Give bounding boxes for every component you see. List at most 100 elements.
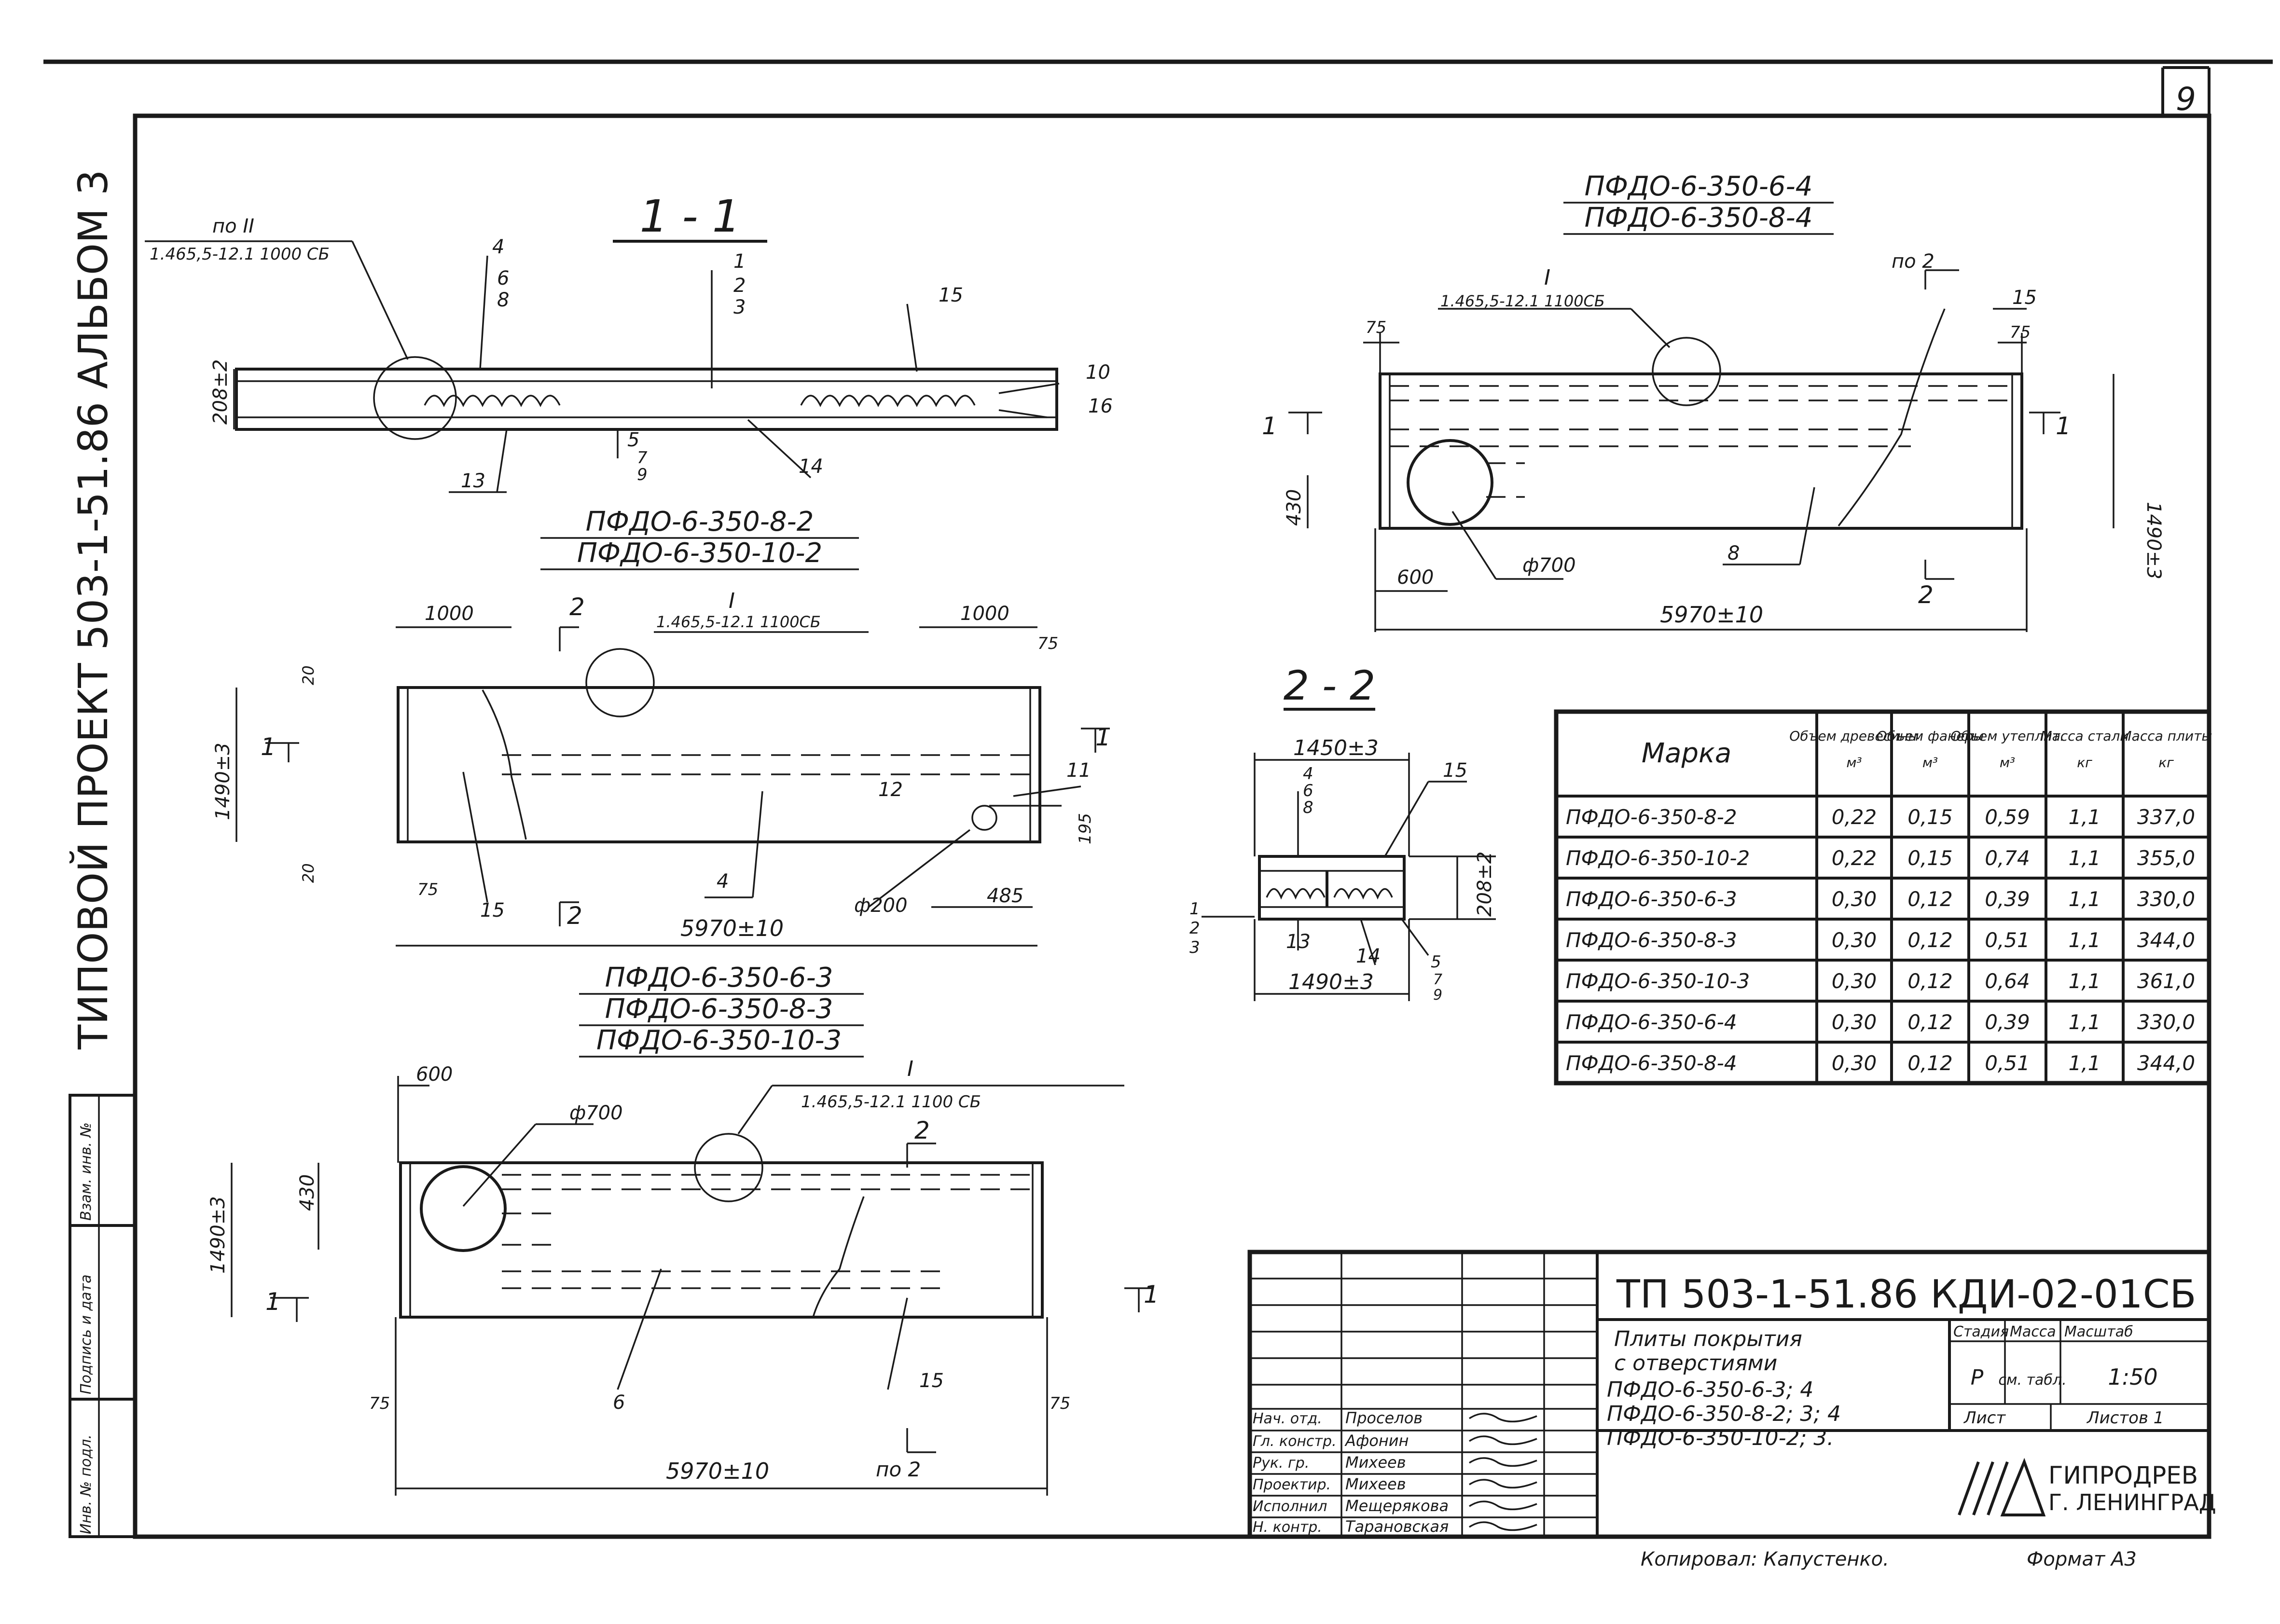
plan-3-dim-height: 1490±3 <box>207 1196 229 1274</box>
spec-cell-value: 344,0 <box>2137 1051 2195 1075</box>
section-2-2-label-13: 13 <box>1286 931 1311 953</box>
plan-2-label-4: 4 <box>717 870 729 893</box>
plan-2-label-11: 11 <box>1066 759 1091 782</box>
section-1-1-ref-doc: 1.465,5-12.1 1000 СБ <box>150 245 330 264</box>
signature <box>1469 1413 1537 1423</box>
section-2-2-label-2: 2 <box>1189 919 1200 938</box>
spec-cell-value: 0,12 <box>1907 928 1953 952</box>
plan-2-section-2-bottom: 2 <box>567 902 582 930</box>
title-block-desc-3: ПФДО-6-350-6-3; 4 <box>1607 1377 1813 1402</box>
plan-4-dim-length: 5970±10 <box>1660 602 1763 628</box>
spec-cell-value: 0,51 <box>1985 928 2030 952</box>
section-1-1-label-16: 16 <box>1088 395 1113 417</box>
spec-header-cell: кг <box>2158 755 2174 771</box>
plan-3-label-15: 15 <box>919 1370 944 1392</box>
plan-2-section-1-right: 1 <box>1095 723 1111 751</box>
title-block-org-1: ГИПРОДРЕВ <box>2048 1461 2198 1489</box>
plan-3-dim-length: 5970±10 <box>666 1458 769 1484</box>
plan-2-dim-hole: ф200 <box>854 895 908 917</box>
spec-cell-value: 1,1 <box>2069 969 2101 993</box>
spec-cell-value: 0,30 <box>1832 969 1877 993</box>
section-2-2 <box>1202 708 1496 1001</box>
person-name: Мещерякова <box>1345 1497 1449 1515</box>
spec-cell-value: 0,30 <box>1832 887 1877 911</box>
spec-cell-value: 0,64 <box>1985 969 2030 993</box>
plan-4-mark-2: ПФДО-6-350-8-4 <box>1585 202 1813 234</box>
section-1-1 <box>145 240 1060 493</box>
spec-cell-value: 0,22 <box>1832 846 1877 870</box>
plan-3-dim-hole-x: 600 <box>416 1063 453 1086</box>
person-role: Нач. отд. <box>1253 1410 1322 1427</box>
section-1-1-label-13: 13 <box>461 470 485 492</box>
plan-4-section-2-bottom: 2 <box>1918 581 1934 609</box>
plan-2-dim-top-gap: 20 <box>299 665 318 685</box>
plan-group-4 <box>1288 202 2114 632</box>
title-block-stage-label: Стадия <box>1953 1323 2009 1340</box>
plan-4-node-doc: 1.465,5-12.1 1100СБ <box>1440 292 1605 310</box>
section-1-1-label-9: 9 <box>637 465 648 484</box>
title-block-code: ТП 503-1-51.86 КДИ-02-01СБ <box>1616 1272 2196 1317</box>
person-role: Проектир. <box>1253 1476 1331 1493</box>
section-2-2-title: 2 - 2 <box>1284 662 1376 709</box>
section-1-1-label-7: 7 <box>637 448 648 468</box>
section-1-1-label-5: 5 <box>627 429 639 451</box>
spec-cell-value: 0,30 <box>1832 1010 1877 1034</box>
plan-3-mark-3: ПФДО-6-350-10-3 <box>596 1025 842 1056</box>
side-stamp <box>69 1094 137 1538</box>
plan-2-dim-height: 1490±3 <box>212 743 234 820</box>
section-1-1-label-1: 1 <box>733 250 746 273</box>
spec-cell-value: 0,15 <box>1907 805 1953 829</box>
plan-3-dim-hole-y: 430 <box>296 1174 318 1211</box>
signature <box>1469 1457 1537 1467</box>
spec-header-cell: Объем древесины <box>1789 728 1919 744</box>
spec-cell-mark: ПФДО-6-350-8-4 <box>1566 1051 1737 1075</box>
spec-cell-mark: ПФДО-6-350-8-2 <box>1566 805 1737 829</box>
section-1-1-title: 1 - 1 <box>640 191 741 242</box>
plan-4-ref-top: по 2 <box>1892 250 1935 273</box>
signature <box>1469 1521 1537 1531</box>
spec-header-cell: м³ <box>1846 755 1862 771</box>
section-1-1-height: 208±2 <box>209 359 232 425</box>
section-1-1-label-4: 4 <box>492 236 504 258</box>
plan-3-section-2-top: 2 <box>914 1116 930 1144</box>
person-role: Н. контр. <box>1253 1519 1322 1536</box>
section-1-1-label-2: 2 <box>733 275 746 297</box>
spec-cell-value: 0,12 <box>1907 887 1953 911</box>
plan-3-node-ref: I <box>907 1057 913 1081</box>
plan-4-dim-hole-y: 430 <box>1283 489 1305 526</box>
spec-cell-value: 0,59 <box>1985 805 2030 829</box>
section-2-2-top-width: 1450±3 <box>1293 736 1379 760</box>
section-2-2-label-8: 8 <box>1303 798 1313 817</box>
plan-2-dim-left-top: 1000 <box>425 603 474 625</box>
plan-4-label-15: 15 <box>2012 287 2037 309</box>
spec-cell-value: 344,0 <box>2137 928 2195 952</box>
plan-2-node-ref: I <box>729 589 735 613</box>
title-block-scale-label: Масштаб <box>2064 1323 2133 1340</box>
person-name: Михеев <box>1345 1453 1406 1472</box>
spec-header-cell: м³ <box>1922 755 1938 771</box>
plan-2-section-1-left: 1 <box>261 733 276 761</box>
plan-3-dim-right-edge: 75 <box>1050 1394 1070 1413</box>
spec-cell-value: 1,1 <box>2069 928 2101 952</box>
section-2-2-label-7: 7 <box>1433 971 1442 988</box>
section-2-2-label-15: 15 <box>1443 759 1467 782</box>
spec-cell-value: 330,0 <box>2137 1010 2195 1034</box>
section-1-1-label-15: 15 <box>939 284 963 306</box>
section-1-1-label-3: 3 <box>733 296 746 318</box>
spec-header-cell: м³ <box>2000 755 2015 771</box>
title-block-org-2: Г. ЛЕНИНГРАД <box>2048 1489 2216 1515</box>
spec-cell-value: 1,1 <box>2069 1010 2101 1034</box>
plan-2-dim-left-edge: 75 <box>417 880 438 899</box>
plan-3-mark-1: ПФДО-6-350-6-3 <box>605 962 833 993</box>
plan-3-dim-hole: ф700 <box>569 1102 623 1124</box>
title-block-stage: Р <box>1971 1365 1984 1390</box>
plan-2-dim-right-edge: 75 <box>1037 634 1058 653</box>
spec-cell-value: 1,1 <box>2069 1051 2101 1075</box>
title-block-mass: см. табл. <box>1998 1372 2066 1389</box>
section-1-1-label-10: 10 <box>1086 361 1110 384</box>
plan-3-node-doc: 1.465,5-12.1 1100 СБ <box>801 1092 981 1112</box>
footer-format: Формат А3 <box>2027 1548 2137 1570</box>
section-2-2-bottom-width: 1490±3 <box>1288 970 1374 994</box>
spec-cell-value: 0,39 <box>1985 1010 2030 1034</box>
